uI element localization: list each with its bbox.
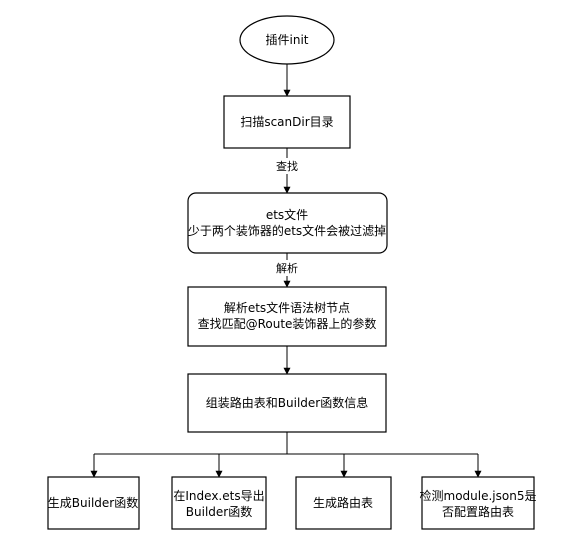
node-export-in-index: 在Index.ets导出 Builder函数 xyxy=(171,476,267,530)
svg-text:解析ets文件语法树节点: 解析ets文件语法树节点 xyxy=(224,300,350,315)
node-ets-files: ets文件 少于两个装饰器的ets文件会被过滤掉 xyxy=(187,192,388,254)
svg-text:插件init: 插件init xyxy=(266,33,309,47)
svg-text:ets文件: ets文件 xyxy=(266,207,308,222)
node-assemble-route-table: 组装路由表和Builder函数信息 xyxy=(187,373,387,433)
node-generate-route-table: 生成路由表 xyxy=(295,476,392,530)
edge-label-parse: 解析 xyxy=(276,261,298,275)
node-plugin-init: 插件init xyxy=(239,15,335,65)
node-parse-syntax-tree: 解析ets文件语法树节点 查找匹配@Route装饰器上的参数 xyxy=(187,286,387,347)
svg-text:扫描scanDir目录: 扫描scanDir目录 xyxy=(240,115,333,129)
svg-text:组装路由表和Builder函数信息: 组装路由表和Builder函数信息 xyxy=(206,395,368,410)
edge-label-find: 查找 xyxy=(276,159,298,173)
node-scan-dir: 扫描scanDir目录 xyxy=(223,95,351,149)
node-check-module-json5: 检测module.json5是 否配置路由表 xyxy=(420,476,537,530)
svg-text:在Index.ets导出: 在Index.ets导出 xyxy=(173,489,264,503)
svg-text:Builder函数: Builder函数 xyxy=(186,504,252,519)
node-generate-builder: 生成Builder函数 xyxy=(47,476,140,530)
svg-text:查找匹配@Route装饰器上的参数: 查找匹配@Route装饰器上的参数 xyxy=(198,316,377,331)
svg-text:否配置路由表: 否配置路由表 xyxy=(442,504,514,519)
svg-text:生成Builder函数: 生成Builder函数 xyxy=(48,495,138,510)
svg-text:生成路由表: 生成路由表 xyxy=(313,495,373,510)
svg-text:少于两个装饰器的ets文件会被过滤掉: 少于两个装饰器的ets文件会被过滤掉 xyxy=(188,223,386,238)
svg-text:检测module.json5是: 检测module.json5是 xyxy=(420,488,537,503)
